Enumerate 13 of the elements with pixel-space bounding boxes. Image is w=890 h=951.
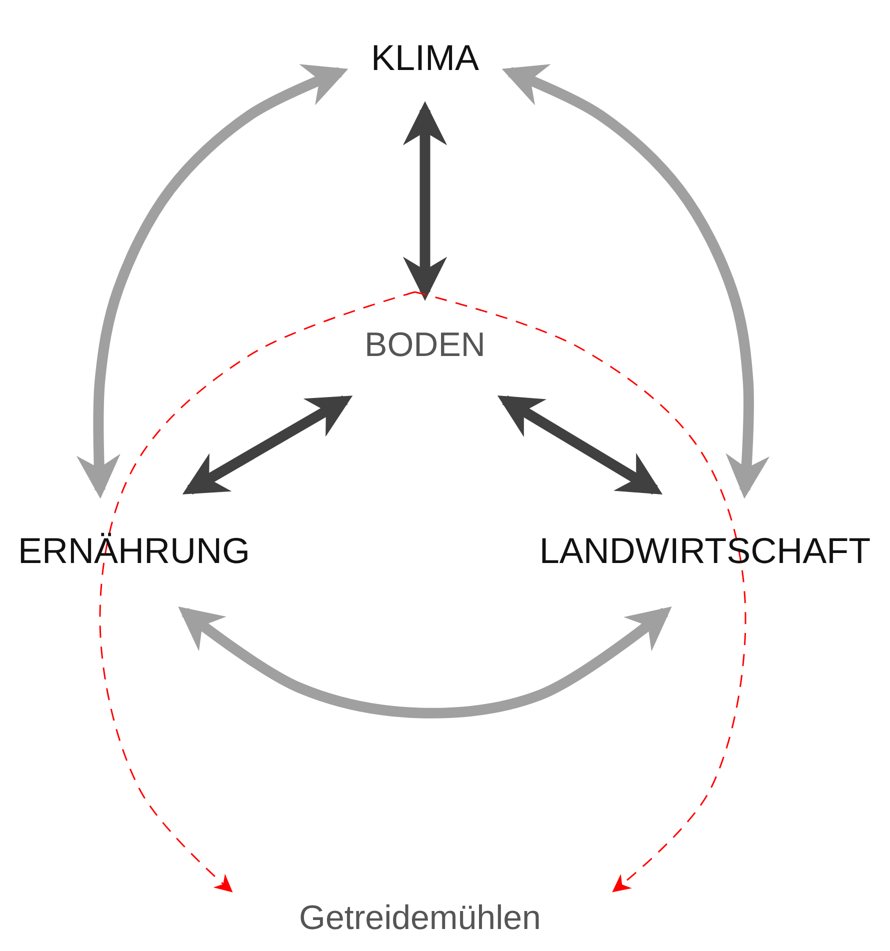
- double-arrow: [497, 395, 663, 495]
- concept-label: KLIMA: [370, 38, 480, 78]
- concept-label: LANDWIRTSCHAFT: [539, 531, 871, 571]
- concept-label: ERNÄHRUNG: [18, 531, 250, 571]
- dashed-arrow: [414, 291, 746, 892]
- double-arrow: [182, 395, 353, 495]
- double-arrow: [178, 606, 672, 718]
- double-arrow: [502, 64, 770, 499]
- dashed-arrow: [99, 291, 416, 892]
- double-arrow: [76, 64, 348, 499]
- concept-label: BODEN: [364, 327, 486, 365]
- double-arrow: [402, 101, 448, 301]
- target-label: Getreidemühlen: [299, 900, 541, 938]
